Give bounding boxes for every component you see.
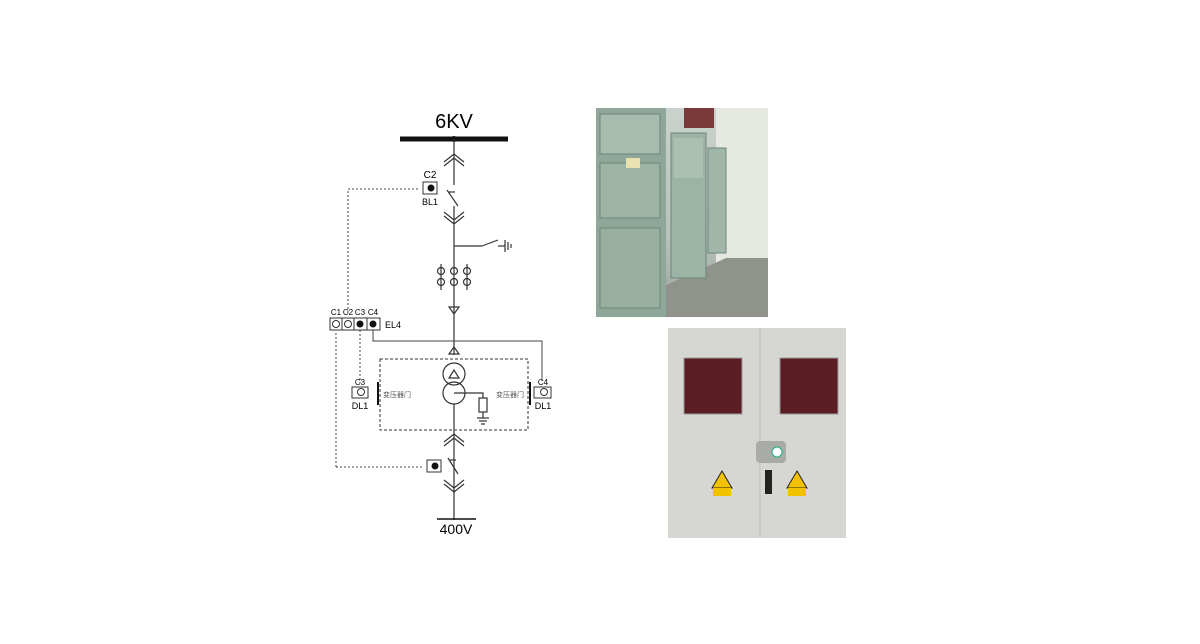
bus-400v-label: 400V (440, 521, 473, 537)
window-left (683, 357, 743, 415)
door-left-label: 变压器门 (383, 390, 411, 399)
door-right-label: 变压器门 (496, 390, 524, 399)
svg-text:C4: C4 (368, 308, 379, 317)
switchgear-corridor-photo (596, 108, 768, 317)
lock-left-name: DL1 (352, 401, 369, 411)
window-right (779, 357, 839, 415)
interlock-paths (335, 188, 424, 468)
svg-text:EL4: EL4 (385, 320, 401, 330)
lock-right-code: C4 (538, 378, 549, 387)
breaker-top (446, 189, 459, 207)
bus-6kv-label: 6KV (435, 111, 473, 133)
breaker-bottom (447, 457, 459, 475)
key-box: C1 C2 C3 C4 EL4 (329, 308, 401, 331)
fuse-group (436, 264, 472, 290)
transformer-door-photo (668, 328, 846, 538)
lock-top-name: BL1 (422, 197, 438, 207)
lock-left-icon (351, 386, 369, 399)
lock-top-code: C2 (424, 170, 437, 181)
door-handle (756, 441, 786, 463)
interlock-path-c4 (372, 330, 543, 381)
transformer-enclosure (379, 358, 529, 431)
svg-text:C3: C3 (355, 308, 366, 317)
svg-text:C1: C1 (331, 308, 342, 317)
lock-right-icon (533, 386, 552, 399)
lock-right-name: DL1 (535, 401, 552, 411)
main-feeder (436, 139, 512, 520)
